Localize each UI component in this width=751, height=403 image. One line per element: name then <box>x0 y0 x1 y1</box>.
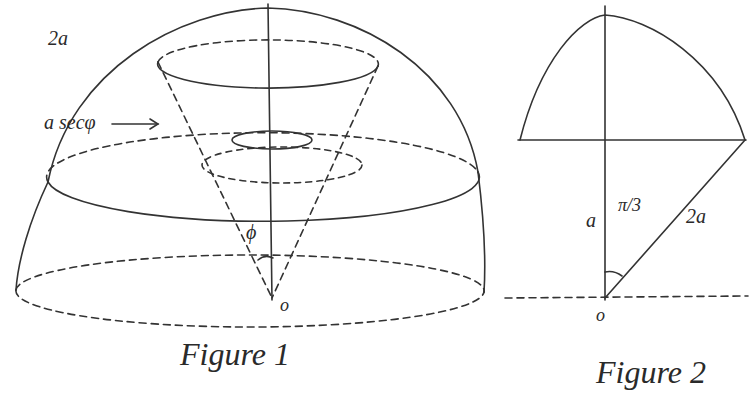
sphere-side <box>16 182 48 290</box>
dimension-label: a secφ <box>44 112 96 132</box>
dimension-label: 2a <box>48 28 68 48</box>
figure-caption: Figure 1 <box>180 338 290 370</box>
inner-ellipse <box>202 147 362 183</box>
dimension-label: 2a <box>686 206 706 226</box>
point-label: o <box>596 306 605 324</box>
angle-arc <box>258 256 273 260</box>
arrow-head <box>150 119 158 129</box>
radius-line <box>605 140 745 298</box>
sphere-cap <box>48 8 478 182</box>
axis-line <box>268 4 272 300</box>
figure-caption: Figure 2 <box>596 356 706 388</box>
base-ellipse <box>16 290 484 327</box>
axis-line <box>604 6 606 300</box>
cone-line <box>272 66 378 298</box>
top-ellipse <box>158 62 378 88</box>
cap-arc <box>520 15 745 140</box>
base-line <box>505 296 748 298</box>
leader-arrow <box>112 123 158 125</box>
chord-line <box>518 139 746 141</box>
cone-line <box>158 62 272 298</box>
inner-ellipse <box>232 131 312 149</box>
intersection-ellipse <box>48 172 479 221</box>
angle-arc <box>605 272 622 277</box>
intersection-ellipse <box>47 133 478 182</box>
sphere-side <box>478 172 485 292</box>
angle-label: π/3 <box>618 196 641 214</box>
angle-label: ϕ <box>246 222 256 242</box>
point-label: o <box>280 296 289 314</box>
dimension-label: a <box>586 210 596 230</box>
base-ellipse <box>16 255 484 292</box>
